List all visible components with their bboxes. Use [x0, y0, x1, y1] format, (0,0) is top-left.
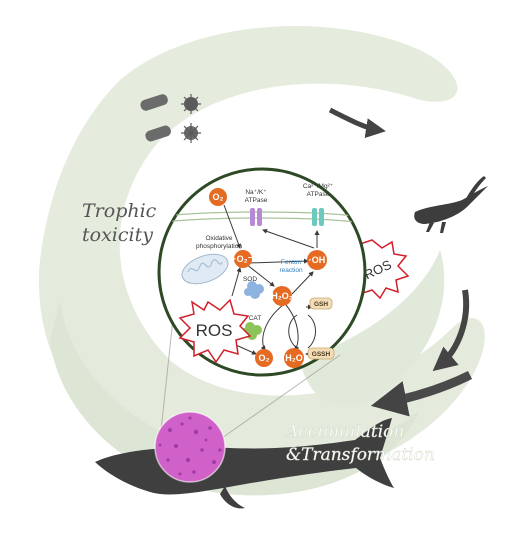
svg-text:O₂: O₂: [259, 353, 270, 363]
mitochondrion-icon: [181, 253, 229, 285]
tissue-micrograph: [154, 411, 226, 483]
transfer-arrow-right: [432, 289, 470, 372]
nak-atpase-label: Na⁺/K⁺ATPase: [245, 189, 268, 204]
svg-text:H₂O: H₂O: [285, 353, 303, 363]
accumulation-arrow: [370, 370, 473, 417]
node-h2o: H₂O: [284, 348, 304, 368]
svg-text:·OH: ·OH: [309, 255, 326, 265]
nak-atpase-channel-icon: [250, 208, 262, 226]
svg-text:GSSH: GSSH: [312, 351, 331, 358]
camg-atpase-label: Ca²⁺/Mg²⁺ATPase: [303, 183, 334, 198]
nanoparticles-group: [140, 94, 201, 143]
node-superoxide: ·O₂⁻: [234, 250, 253, 268]
svg-text:O₂: O₂: [213, 192, 224, 202]
accumulation-transformation-label: Accumulation&Transformation: [284, 422, 435, 465]
camg-atpase-channel-icon: [312, 208, 324, 226]
node-o2-bottom: O₂: [255, 349, 273, 367]
node-hydroxyl-radical: ·OH: [307, 250, 327, 270]
transfer-arrow-top: [328, 107, 386, 139]
node-o2-top: O₂: [209, 188, 227, 206]
svg-text:H₂O₂: H₂O₂: [271, 291, 293, 301]
reaction-arrows: [223, 204, 320, 357]
ros-cell-label: ROS: [196, 321, 233, 340]
node-h2o2: H₂O₂: [271, 286, 293, 306]
ros-burst-cell: ROS: [178, 298, 252, 364]
cell-schematic: O₂ ·O₂⁻ ·OH H₂O₂ O₂ H₂O GSH GSSH: [157, 167, 367, 377]
nanorod-icon: [140, 94, 168, 111]
sod-enzyme-icon: [244, 281, 264, 299]
svg-text:·O₂⁻: ·O₂⁻: [234, 254, 253, 264]
cat-label: CAT: [249, 315, 262, 322]
gssh-box: GSSH: [307, 347, 335, 360]
sod-label: SOD: [243, 276, 257, 283]
nanorod-icon: [145, 125, 171, 142]
gsh-box: GSH: [309, 297, 333, 310]
invertebrate-silhouette-icon: [414, 176, 488, 233]
svg-text:GSH: GSH: [314, 301, 328, 308]
cat-enzyme-icon: [241, 322, 262, 340]
